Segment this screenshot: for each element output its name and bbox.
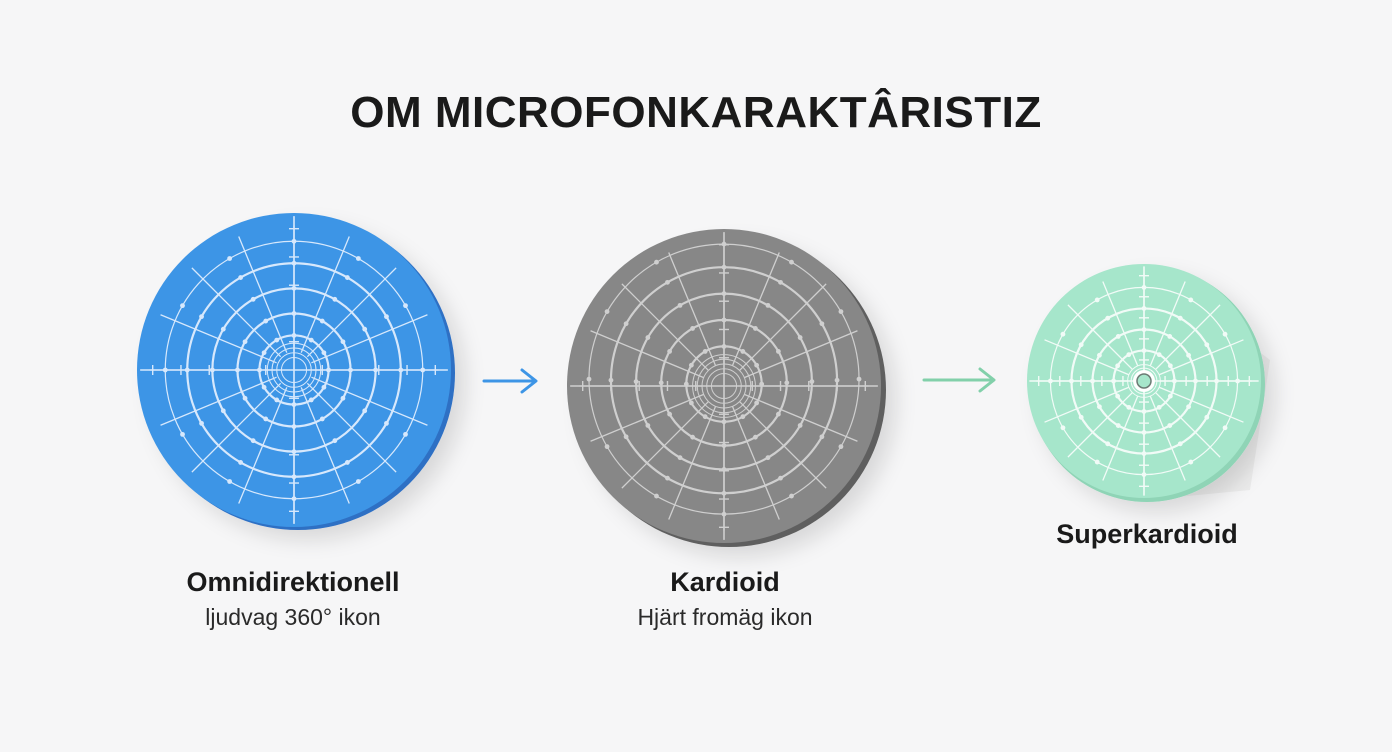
arrow-right-icon	[922, 367, 996, 393]
omnidirectional-pattern-icon	[137, 213, 455, 530]
pattern-description: ljudvag 360° ikon	[205, 604, 381, 631]
pattern-description: Hjärt fromäg ikon	[637, 604, 813, 631]
page-title: OM MICROFONKARAKTÂRISTIZ	[350, 88, 1042, 137]
pattern-caption-cardioid: Kardioid Hjärt fromäg ikon	[637, 566, 812, 631]
cardioid-pattern-icon	[567, 229, 886, 547]
pattern-name: Superkardioid	[1056, 519, 1238, 549]
pattern-caption-supercardioid: Superkardioid	[1056, 518, 1238, 550]
arrow-right-icon	[482, 368, 538, 394]
pattern-name: Omnidirektionell	[186, 567, 400, 597]
supercardioid-pattern-icon	[1027, 264, 1270, 502]
pattern-caption-omnidirectional: Omnidirektionell ljudvag 360° ikon	[186, 566, 399, 631]
pattern-name: Kardioid	[670, 567, 780, 597]
